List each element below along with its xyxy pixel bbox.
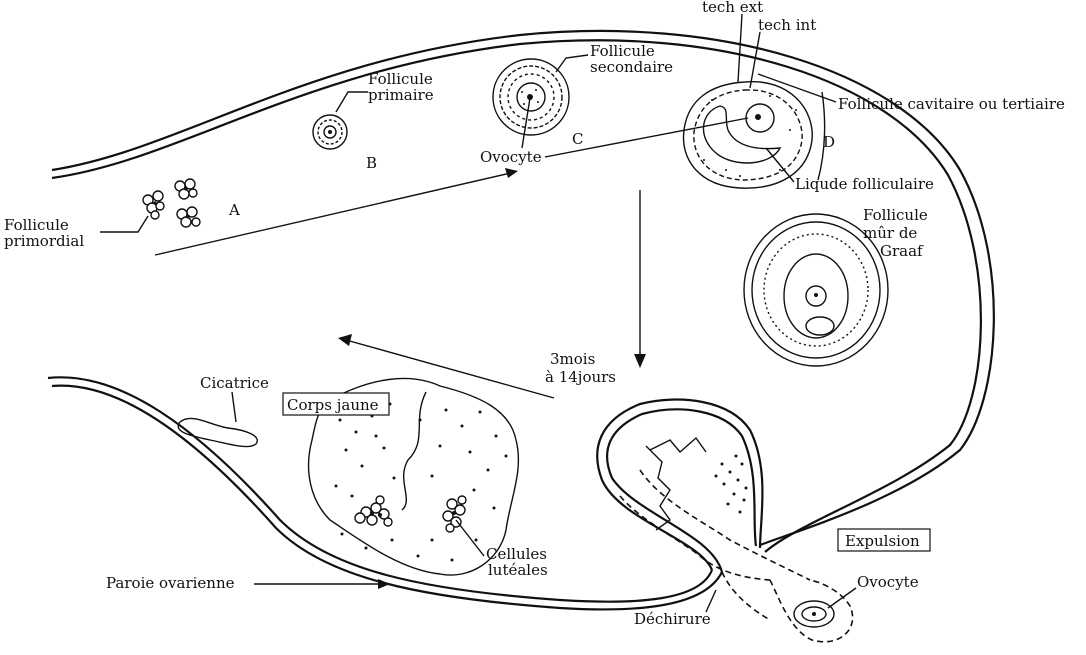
label-expulsion: Expulsion <box>845 532 920 550</box>
primordial-follicles <box>142 178 201 228</box>
secondary-follicle <box>492 58 570 136</box>
luteal-cells-right <box>442 495 467 533</box>
expulsion-box <box>837 528 931 552</box>
label-dechirure: Déchirure <box>634 610 711 628</box>
ruptured-follicle <box>596 398 854 643</box>
tertiary-follicle <box>682 81 813 189</box>
label-ovocyte-bottom: Ovocyte <box>857 573 919 591</box>
leader-primaire <box>335 91 368 113</box>
leader-primordial <box>100 215 149 233</box>
granulosa-dots <box>714 454 748 514</box>
label-cellules-2: lutéales <box>488 561 548 579</box>
leader-tech-int <box>749 31 761 89</box>
maturation-arrow <box>634 190 646 368</box>
growth-arrow <box>154 117 749 256</box>
lower-ovarian-wall <box>47 376 723 611</box>
label-duree-2: à 14jours <box>545 368 616 386</box>
label-follicule-primaire-2: primaire <box>368 86 434 104</box>
label-duree-1: 3mois <box>550 350 595 368</box>
label-ovocyte-top: Ovocyte <box>480 148 542 166</box>
corpus-luteum-dots <box>334 402 508 562</box>
upper-ovarian-wall <box>51 29 995 553</box>
regression-arrow <box>338 334 555 399</box>
expelled-oocyte <box>793 600 835 628</box>
label-corps-jaune: Corps jaune <box>287 396 379 414</box>
label-cellules-1: Cellules <box>486 545 547 563</box>
label-cicatrice: Cicatrice <box>200 374 269 392</box>
bracket-d <box>817 91 826 181</box>
label-letter-c: C <box>572 130 583 148</box>
label-follicule-secondaire-1: Follicule <box>590 42 655 60</box>
scar <box>177 417 258 448</box>
label-tech-ext: tech ext <box>702 0 763 16</box>
primary-follicle <box>312 114 348 150</box>
label-liquide-folliculaire: Liqude folliculaire <box>795 175 934 193</box>
leader-cicatrice <box>231 391 237 423</box>
leader-ovocyte-top <box>521 97 531 149</box>
corps-jaune-box <box>282 392 390 416</box>
label-graaf-1: Follicule <box>863 206 928 224</box>
label-tech-int: tech int <box>758 16 816 34</box>
label-follicule-cavitaire: Follicule cavitaire ou tertiaire <box>838 95 1065 113</box>
leader-liquide <box>765 147 795 183</box>
label-follicule-primaire-1: Follicule <box>368 70 433 88</box>
label-letter-a: A <box>228 201 240 219</box>
graafian-follicle <box>743 213 889 367</box>
leader-cellules <box>455 519 485 557</box>
luteal-cells-left <box>354 495 393 527</box>
label-follicule-secondaire-2: secondaire <box>590 58 673 76</box>
leader-secondaire <box>555 54 589 73</box>
leader-tech-ext <box>737 13 743 83</box>
label-letter-d: D <box>823 133 835 151</box>
leader-dechirure <box>705 589 717 613</box>
label-letter-b: B <box>366 154 377 172</box>
label-graaf-2: mûr de <box>863 224 917 242</box>
corpus-luteum <box>307 377 520 576</box>
label-follicule-primordial-1: Follicule <box>4 216 69 234</box>
label-graaf-3: Graaf <box>880 242 924 260</box>
label-paroi: Paroie ovarienne <box>106 574 235 592</box>
leader-ovocyte-bottom <box>827 587 857 609</box>
label-follicule-primordial-2: primordial <box>4 232 84 250</box>
paroi-arrow <box>254 579 390 589</box>
